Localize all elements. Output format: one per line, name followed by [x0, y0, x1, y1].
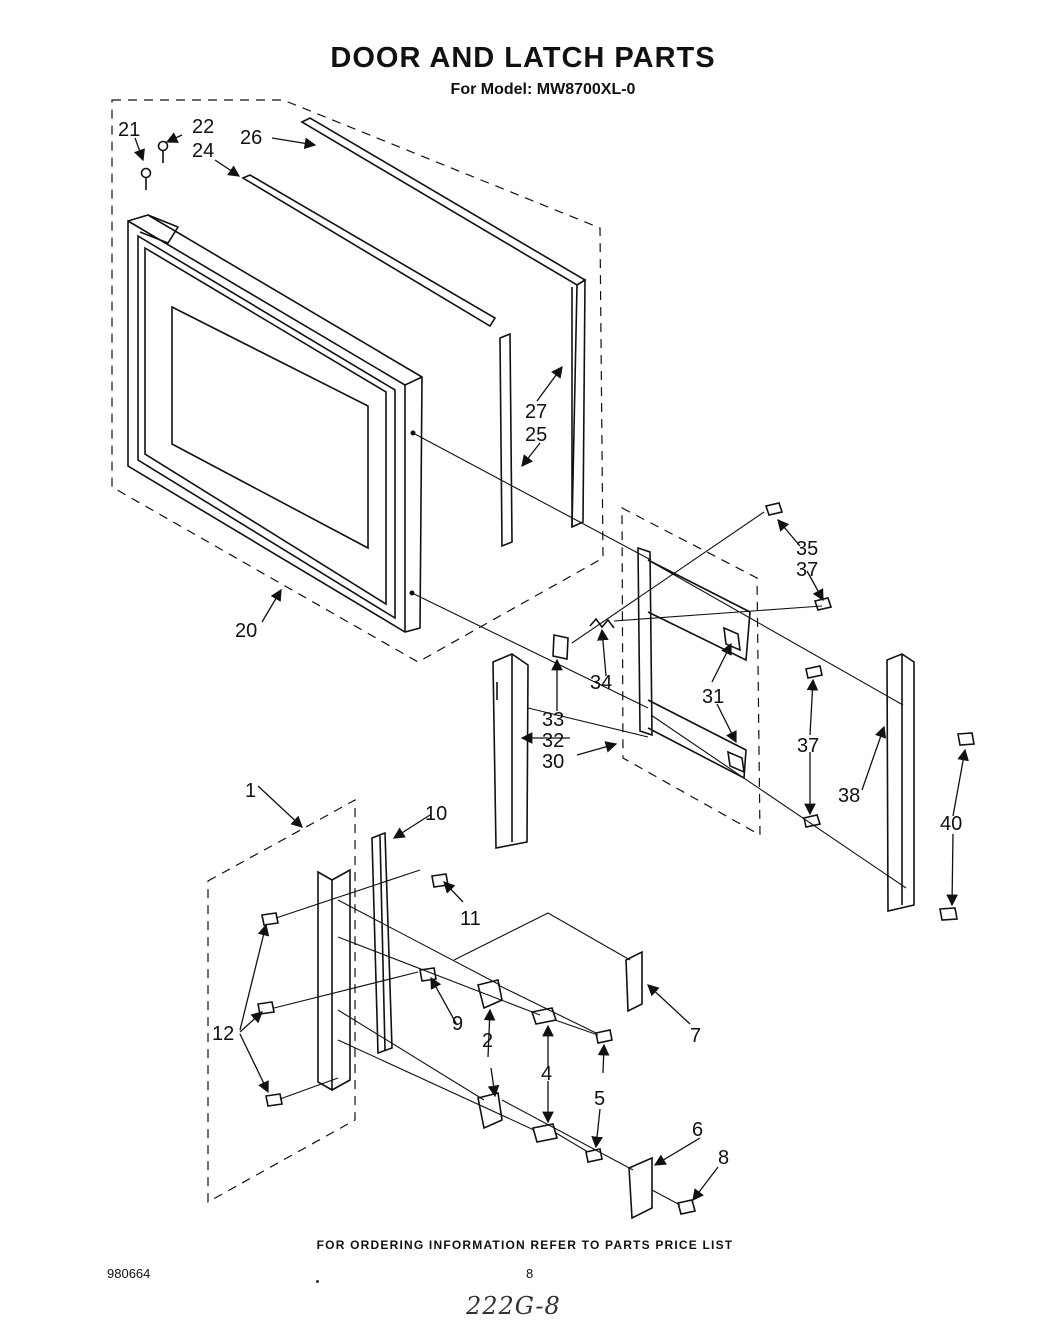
page-number: 8 — [526, 1266, 534, 1281]
callout-12: 12 — [212, 1023, 234, 1045]
callout-9: 9 — [452, 1013, 463, 1035]
callout-32: 32 — [542, 730, 564, 752]
callout-20: 20 — [235, 620, 257, 642]
latch-hook-part-33 — [552, 634, 569, 660]
callout-31: 31 — [702, 686, 724, 708]
callout-22: 22 — [192, 116, 214, 138]
ordering-note: FOR ORDERING INFORMATION REFER TO PARTS … — [316, 1238, 734, 1252]
callout-labels: 21 22 24 26 27 25 20 35 37 34 31 33 32 3… — [118, 116, 962, 1169]
callout-38: 38 — [838, 785, 860, 807]
callout-40: 40 — [940, 813, 962, 835]
door-handle-part-38 — [886, 653, 915, 913]
callout-11: 11 — [460, 908, 481, 930]
spring-part-34 — [589, 617, 615, 629]
callout-21: 21 — [118, 119, 140, 141]
callout-2: 2 — [482, 1030, 493, 1052]
choke-strip-part-24 — [241, 174, 497, 328]
callout-27: 27 — [525, 401, 547, 423]
callout-1: 1 — [245, 780, 256, 802]
choke-strip-part-25 — [499, 332, 513, 548]
interlock-bracket-part-1 — [317, 868, 351, 1092]
callout-24: 24 — [192, 140, 214, 162]
interlock-screws-9-11-12 — [257, 873, 449, 1107]
callout-10: 10 — [425, 803, 447, 825]
choke-cover-part-32 — [492, 653, 529, 849]
latch-cam-parts-31 — [723, 626, 745, 774]
handle-screws-40 — [939, 732, 975, 921]
callout-37-lower: 37 — [797, 735, 819, 757]
callout-8: 8 — [718, 1147, 729, 1169]
switch-part-7 — [625, 950, 643, 1013]
callout-4: 4 — [541, 1063, 552, 1085]
handwritten-note: 222G-8 — [466, 1292, 561, 1320]
switch-part-6 — [628, 1156, 653, 1220]
callout-35: 35 — [796, 538, 818, 560]
callout-7: 7 — [690, 1025, 701, 1047]
latch-screws-35-37 — [764, 502, 833, 828]
callout-25: 25 — [525, 424, 547, 446]
assembly-lines — [273, 432, 907, 1206]
callout-34: 34 — [590, 672, 612, 694]
latch-plate-part-30 — [637, 546, 751, 780]
door-seal-part-26 — [300, 117, 587, 529]
door-hole-markers — [409, 430, 416, 596]
document-number: 980664 — [107, 1266, 151, 1281]
page-title: DOOR AND LATCH PARTS — [330, 42, 716, 74]
door-dashed-boundary — [111, 99, 604, 663]
scan-speck — [316, 1280, 319, 1283]
callout-33: 33 — [542, 709, 564, 731]
latch-dashed-boundary — [621, 507, 761, 837]
door-screws-21-22 — [140, 140, 169, 190]
bracket-part-10 — [371, 831, 393, 1055]
switch-screw-part-8 — [677, 1199, 696, 1215]
callout-6: 6 — [692, 1119, 703, 1141]
callout-5: 5 — [594, 1088, 605, 1110]
model-subtitle: For Model: MW8700XL-0 — [450, 81, 636, 98]
leader-arrows — [133, 132, 969, 1202]
callout-26: 26 — [240, 127, 262, 149]
interlock-dashed-boundary — [207, 798, 356, 1204]
door-frame-part-20 — [127, 214, 423, 633]
callout-30: 30 — [542, 751, 564, 773]
callout-37-upper: 37 — [796, 559, 818, 581]
